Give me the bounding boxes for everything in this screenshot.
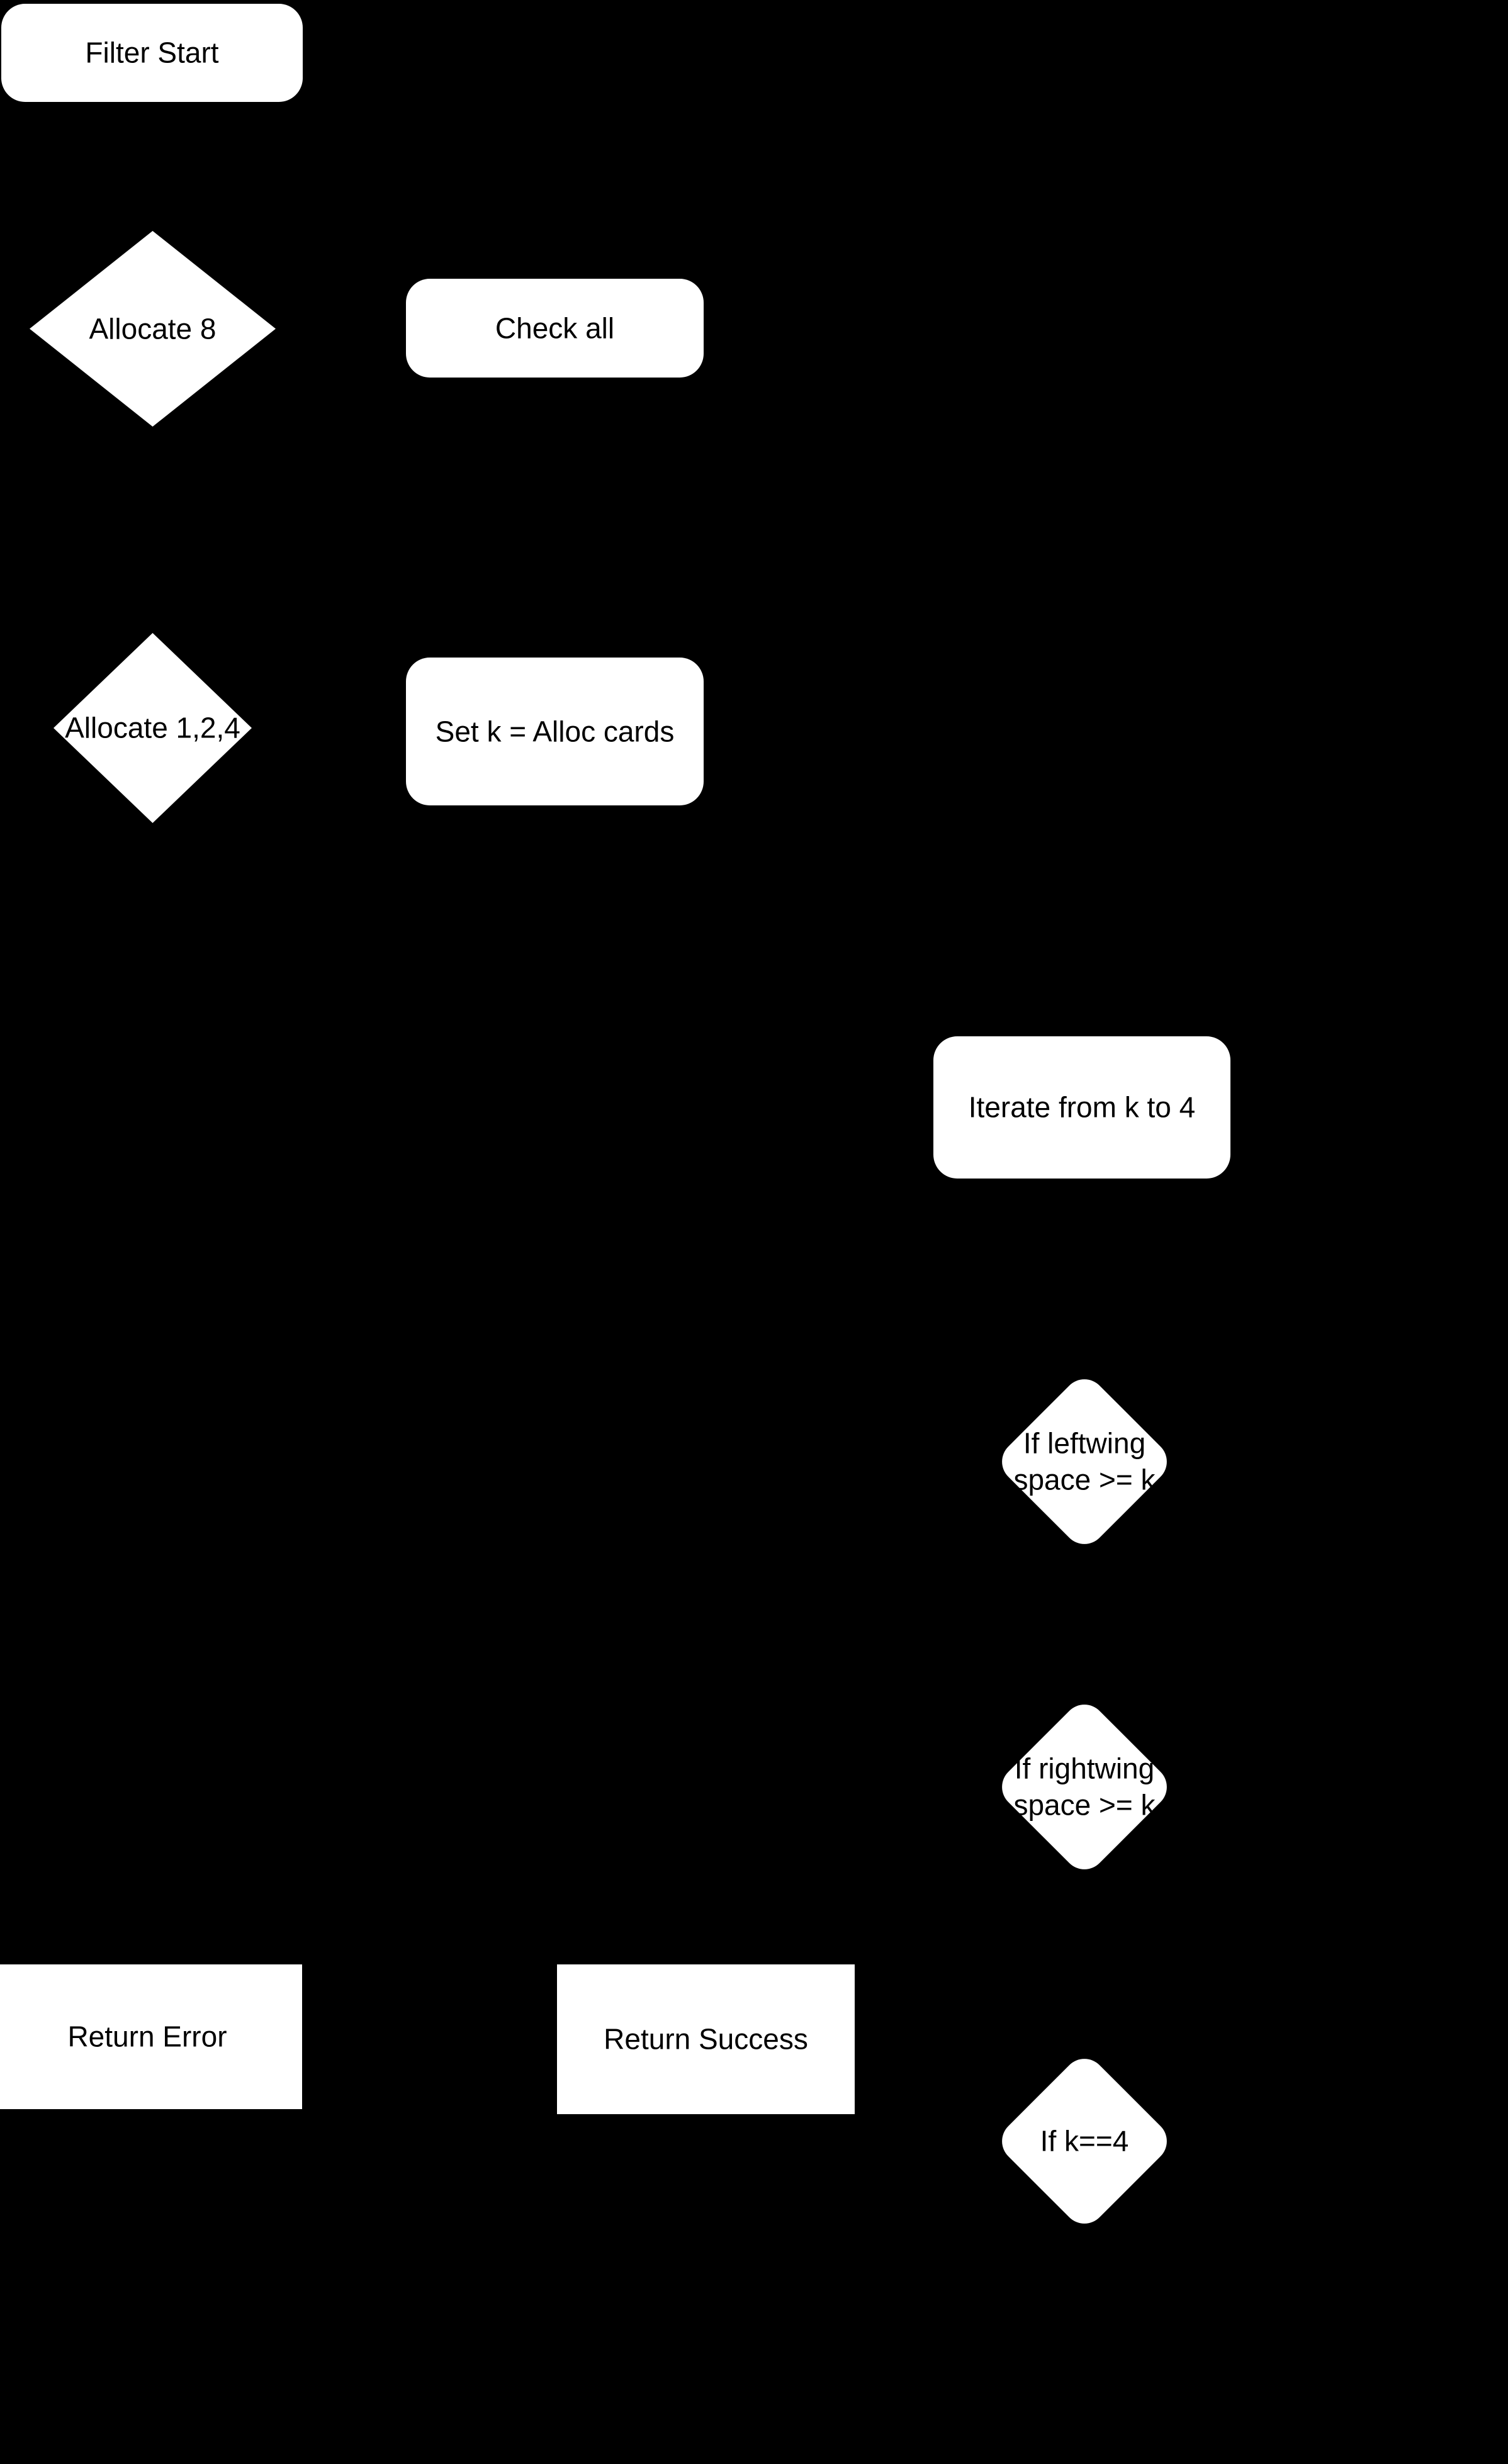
node-label-wrap-allocate-8: Allocate 8 bbox=[30, 231, 276, 427]
diamond-shape bbox=[993, 1370, 1176, 1553]
node-label-filter-start: Filter Start bbox=[85, 36, 219, 69]
node-label-allocate-8: Allocate 8 bbox=[89, 311, 217, 345]
node-filter-start[interactable]: Filter Start bbox=[1, 4, 303, 102]
node-if-leftwing[interactable]: If leftwing space >= k bbox=[993, 1370, 1176, 1553]
node-if-k4[interactable]: If k==4 bbox=[993, 2050, 1176, 2232]
node-if-rightwing[interactable]: If rightwing space >= k bbox=[993, 1696, 1176, 1878]
node-label-set-k: Set k = Alloc cards bbox=[435, 714, 675, 748]
diamond-shape bbox=[993, 1696, 1176, 1878]
node-iterate[interactable]: Iterate from k to 4 bbox=[933, 1036, 1230, 1179]
node-label-check-all: Check all bbox=[495, 311, 615, 344]
node-label-return-success: Return Success bbox=[604, 2022, 808, 2056]
node-return-error[interactable]: Return Error bbox=[0, 1964, 302, 2109]
node-set-k[interactable]: Set k = Alloc cards bbox=[406, 658, 704, 805]
node-check-all[interactable]: Check all bbox=[406, 279, 704, 378]
node-label-allocate-124: Allocate 1,2,4 bbox=[65, 711, 240, 744]
node-return-success[interactable]: Return Success bbox=[557, 1964, 855, 2114]
diamond-shape bbox=[993, 2050, 1176, 2232]
node-label-wrap-allocate-124: Allocate 1,2,4 bbox=[53, 633, 252, 823]
node-label-iterate: Iterate from k to 4 bbox=[968, 1090, 1196, 1124]
node-label-return-error: Return Error bbox=[67, 2020, 227, 2053]
